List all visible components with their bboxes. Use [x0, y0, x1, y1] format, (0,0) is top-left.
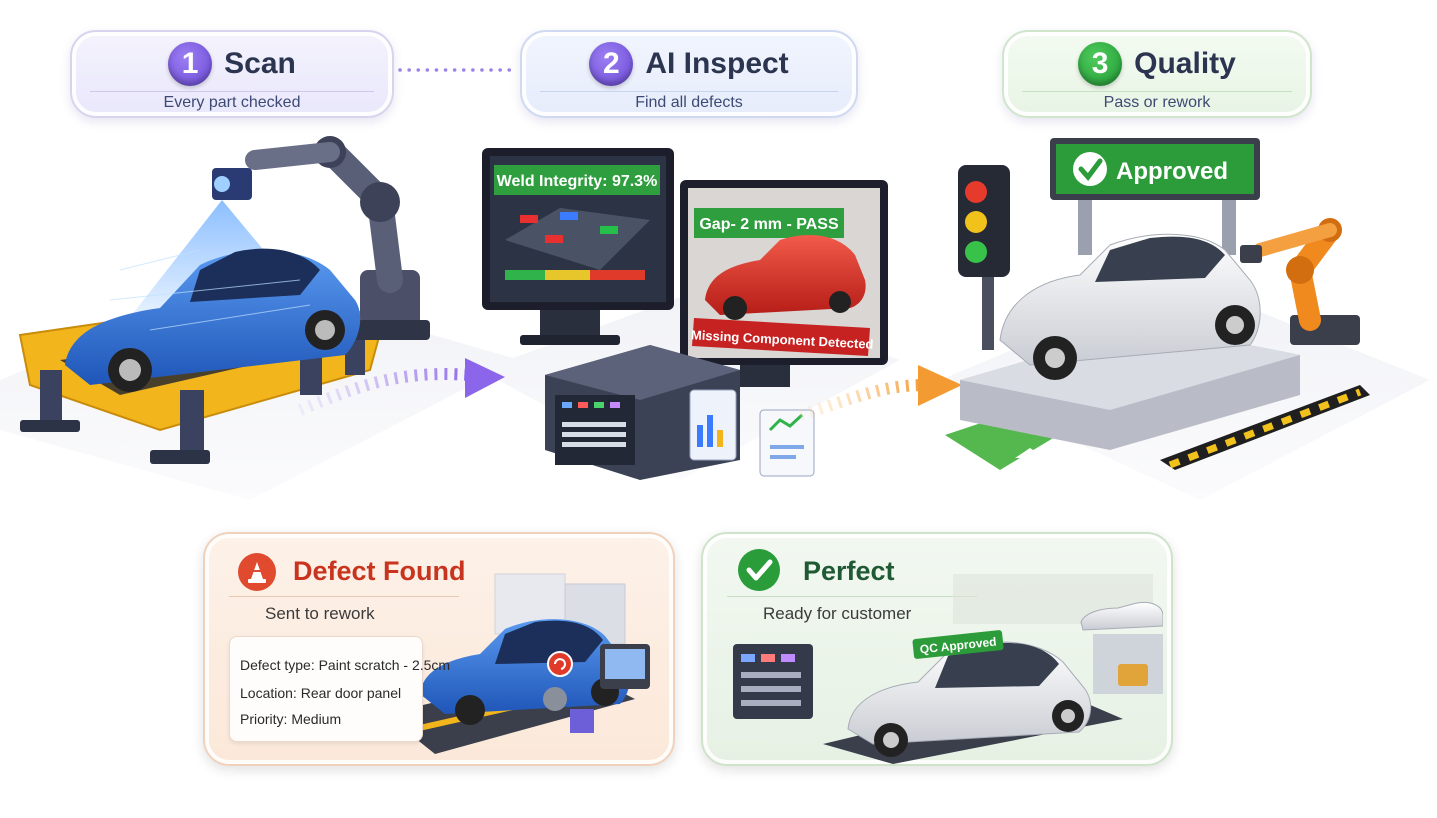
flow-arrow-icon: [297, 358, 505, 416]
step-number-badge: 1: [168, 42, 213, 86]
step-title: Scan: [224, 47, 296, 80]
divider: [540, 91, 838, 92]
approved-sign-label: Approved: [1116, 158, 1228, 185]
step-title: Quality: [1134, 47, 1236, 80]
step-title: AI Inspect: [645, 47, 789, 80]
traffic-light-icon: [958, 165, 1010, 350]
defect-location: Location: Rear door panel: [240, 685, 402, 701]
assembly-line-scene: Weld Integrity: 97.3% Gap- 2 mm - PASS M…: [0, 136, 1430, 500]
quality-station: Approved: [945, 138, 1370, 470]
flow-arrow-icon: [798, 365, 962, 421]
connector-dots: [398, 68, 518, 72]
perfect-card: Perfect Ready for customer QC Approved: [701, 532, 1173, 766]
divider: [90, 91, 374, 92]
defect-type: Defect type: Paint scratch - 2.5cm: [240, 657, 451, 673]
weld-integrity-label: Weld Integrity: 97.3%: [497, 173, 658, 190]
step-subtitle: Pass or rework: [1103, 94, 1211, 111]
card-subtitle: Sent to rework: [265, 604, 375, 623]
warning-cone-icon: [238, 553, 276, 591]
step-number-badge: 3: [1078, 42, 1123, 86]
connector-dots: [862, 68, 1000, 72]
gap-pass-label: Gap- 2 mm - PASS: [699, 216, 839, 233]
scan-station: [18, 136, 430, 464]
card-title: Perfect: [803, 556, 895, 586]
ready-car-illustration: QC Approved: [733, 574, 1163, 764]
defect-found-card: Defect Found Sent to rework Defect type:…: [203, 532, 675, 766]
defect-priority: Priority: Medium: [240, 711, 342, 727]
divider: [1022, 91, 1292, 92]
step-scan: 1 Scan Every part checked: [70, 30, 394, 118]
divider: [229, 596, 459, 597]
rework-car-illustration: [385, 573, 650, 754]
step-ai-inspect: 2 AI Inspect Find all defects: [520, 30, 858, 118]
defect-details-panel: Defect type: Paint scratch - 2.5cm Locat…: [229, 636, 450, 742]
step-number-badge: 2: [589, 42, 634, 86]
robot-arm-icon: [1240, 218, 1360, 345]
checkmark-icon: [1073, 152, 1107, 186]
divider: [727, 596, 977, 597]
ai-inspect-station: Weld Integrity: 97.3% Gap- 2 mm - PASS M…: [482, 148, 888, 480]
step-subtitle: Find all defects: [635, 94, 743, 111]
step-quality: 3 Quality Pass or rework: [1002, 30, 1312, 118]
checkmark-icon: [738, 549, 780, 591]
card-title: Defect Found: [293, 556, 466, 586]
step-subtitle: Every part checked: [163, 94, 301, 111]
card-subtitle: Ready for customer: [763, 604, 912, 623]
